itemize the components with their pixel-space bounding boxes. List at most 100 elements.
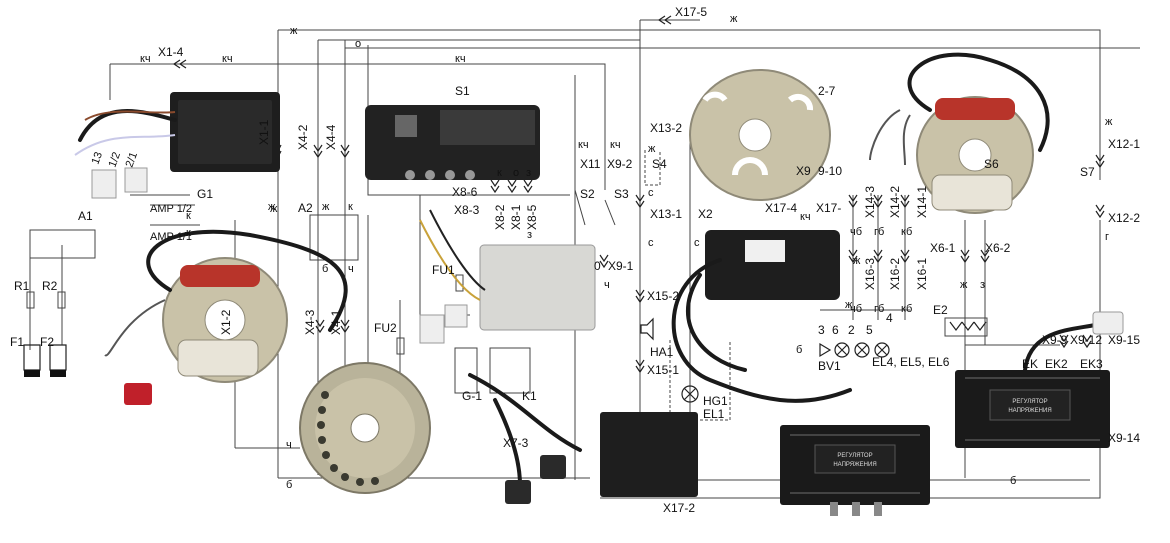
wire-label: с xyxy=(694,237,700,249)
wire-label: ч xyxy=(348,263,354,275)
regulator-1-label-2: НАПРЯЖЕНИЯ xyxy=(833,462,876,468)
label-2-1: 2/1 xyxy=(124,151,141,169)
label-x9-12: X9-12 xyxy=(1070,333,1102,347)
label-x14-1: X14-1 xyxy=(915,186,929,218)
label-e2: E2 xyxy=(933,303,948,317)
regulator-2-label-2: НАПРЯЖЕНИЯ xyxy=(1008,408,1051,414)
wire-label: кб xyxy=(901,226,912,238)
label-x15-1: X15-1 xyxy=(647,363,679,377)
wire-label: к xyxy=(186,210,191,222)
wire-label: кч xyxy=(140,53,151,65)
label-x13-2: X13-2 xyxy=(650,121,682,135)
component-labels: X1-4 X17-5 X1-1 X4-2 X4-4 S1 X11 X9-2 S4… xyxy=(10,5,1140,515)
wire-label: ж xyxy=(960,279,968,291)
label-x9-14: X9-14 xyxy=(1108,431,1140,445)
label-x12-2: X12-2 xyxy=(1108,211,1140,225)
label-r2: R2 xyxy=(42,279,58,293)
wire-label: о xyxy=(513,167,519,179)
label-s2: S2 xyxy=(580,187,595,201)
wire-label: с xyxy=(648,187,654,199)
wire-label: ж xyxy=(845,299,853,311)
wire-label: кч xyxy=(800,211,811,223)
wire-label: б xyxy=(1010,475,1016,487)
label-x1-1: X1-1 xyxy=(257,119,271,145)
label-x8-1: X8-1 xyxy=(509,204,523,230)
label-x16-3: X16-3 xyxy=(863,258,877,290)
horn-symbol xyxy=(640,317,654,341)
label-x9: X9 xyxy=(796,164,811,178)
label-hg1: HG1 xyxy=(703,394,728,408)
label-k1: K1 xyxy=(522,389,537,403)
label-s7: S7 xyxy=(1080,165,1095,179)
label-x14-3: X14-3 xyxy=(863,186,877,218)
label-pin-3: 3 xyxy=(818,323,825,337)
stator-left xyxy=(104,229,348,405)
label-s4: S4 xyxy=(652,157,667,171)
label-x17-4: X17-4 xyxy=(765,201,797,215)
relay-symbol xyxy=(454,347,582,504)
wire-label: ж xyxy=(1105,116,1113,128)
wire-label: ж xyxy=(322,201,330,213)
label-g-1: G-1 xyxy=(462,389,482,403)
label-x8-3: X8-3 xyxy=(454,203,480,217)
label-x8-2: X8-2 xyxy=(493,204,507,230)
wire-label: ж xyxy=(730,13,738,25)
label-amp-1: AMP 1/2 xyxy=(150,203,192,215)
wire-label: б xyxy=(286,479,292,491)
label-f1: F1 xyxy=(10,335,24,349)
wire-label: кб xyxy=(901,303,912,315)
label-x9-1: X9-1 xyxy=(608,259,634,273)
label-x7-3: X7-3 xyxy=(503,436,529,450)
label-2-7: 2-7 xyxy=(818,84,836,98)
wire-label: ж xyxy=(290,25,298,37)
relay-box xyxy=(419,209,596,344)
voltage-regulator-2: РЕГУЛЯТОР НАПРЯЖЕНИЯ xyxy=(955,311,1124,448)
label-el1: EL1 xyxy=(703,407,725,421)
label-r1: R1 xyxy=(14,279,30,293)
regulator-2-label: РЕГУЛЯТОР xyxy=(1012,399,1047,405)
label-9-10: 9-10 xyxy=(818,164,842,178)
coil-unit-center xyxy=(671,230,852,403)
label-f2: F2 xyxy=(40,335,54,349)
wire-label: ч xyxy=(604,279,610,291)
wire-label: кч xyxy=(455,53,466,65)
label-x12-1: X12-1 xyxy=(1108,137,1140,151)
label-x6-2: X6-2 xyxy=(985,241,1011,255)
label-x4-1: X4-1 xyxy=(329,309,343,335)
wire-label: ж xyxy=(268,201,276,213)
lamp-row-el4-el6 xyxy=(819,342,890,358)
spark-plug-f1 xyxy=(23,344,41,377)
label-fu1: FU1 xyxy=(432,263,455,277)
commutator-unit xyxy=(74,92,280,199)
label-x4-2: X4-2 xyxy=(296,124,310,150)
regulator-1-label: РЕГУЛЯТОР xyxy=(837,453,872,459)
wire-label: ж xyxy=(853,255,861,267)
stator-plate-center xyxy=(689,69,831,201)
wire-label: кч xyxy=(610,139,621,151)
label-x4-4: X4-4 xyxy=(324,124,338,150)
label-s6: S6 xyxy=(984,157,999,171)
wire-label: гб xyxy=(874,226,884,238)
label-x1-4: X1-4 xyxy=(158,45,184,59)
switch-block-s1 xyxy=(365,105,540,180)
label-ha1: HA1 xyxy=(650,345,674,359)
label-x14-2: X14-2 xyxy=(888,186,902,218)
wire-label: г xyxy=(1105,231,1109,243)
wire-label: з xyxy=(980,279,985,291)
label-x9-9: X9-9 xyxy=(1042,333,1068,347)
wire-label: з xyxy=(527,229,532,241)
wire-label: чб xyxy=(850,303,862,315)
wire-label: к xyxy=(497,167,502,179)
label-x16-1: X16-1 xyxy=(915,258,929,290)
label-ek3: EK3 xyxy=(1080,357,1103,371)
wire-label: к xyxy=(348,201,353,213)
label-x1-2: X1-2 xyxy=(219,309,233,335)
label-x15-2: X15-2 xyxy=(647,289,679,303)
spark-plug-f2 xyxy=(49,344,67,377)
label-el4-el6: EL4, EL5, EL6 xyxy=(872,355,950,369)
label-pin-5: 5 xyxy=(866,323,873,337)
wire-label: б xyxy=(796,344,802,356)
label-x17-1: X17- xyxy=(816,201,841,215)
wire-label: б xyxy=(322,263,328,275)
label-x9-2: X9-2 xyxy=(607,157,633,171)
